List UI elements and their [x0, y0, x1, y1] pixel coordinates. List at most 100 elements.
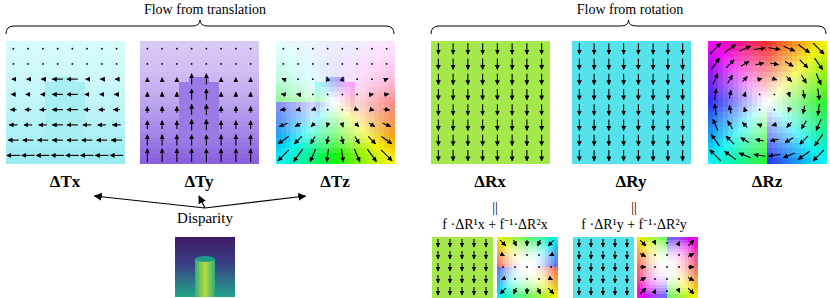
flow-color-cell	[301, 112, 307, 118]
flow-color-cell	[219, 97, 225, 103]
flow-color-cell	[109, 92, 115, 98]
flow-color-cell	[114, 133, 120, 139]
flow-color-cell	[306, 41, 312, 47]
flow-arrow	[526, 74, 527, 85]
flow-color-cell	[276, 92, 282, 98]
flow-color-cell	[320, 61, 326, 67]
flow-color-cell	[85, 143, 91, 149]
flow-color-cell	[238, 87, 244, 93]
flow-color-cell	[389, 92, 395, 98]
flow-color-cell	[233, 72, 239, 78]
flow-color-cell	[320, 46, 326, 52]
flow-color-cell	[16, 117, 22, 123]
flow-arrow	[310, 149, 315, 162]
flow-arrow	[147, 135, 148, 146]
flow-color-cell	[355, 66, 361, 72]
flow-color-cell	[174, 56, 180, 62]
flow-color-cell	[95, 41, 101, 47]
flow-color-cell	[194, 122, 200, 128]
flow-color-cell	[384, 102, 390, 108]
flow-color-cell	[335, 138, 341, 144]
flow-color-cell	[243, 102, 249, 108]
flow-arrow	[367, 149, 376, 162]
flow-dot	[146, 48, 148, 50]
flow-color-cell	[104, 133, 110, 139]
flow-color-cell	[301, 77, 307, 83]
flow-color-cell	[365, 158, 371, 164]
flow-color-cell	[301, 102, 307, 108]
flow-color-cell	[209, 66, 215, 72]
flow-color-cell	[36, 61, 42, 67]
flow-color-cell	[350, 87, 356, 93]
flow-arrow	[384, 109, 390, 111]
flow-color-cell	[60, 46, 66, 52]
flow-color-cell	[199, 46, 205, 52]
flow-arrow	[312, 109, 315, 111]
flow-color-cell	[145, 72, 151, 78]
flow-arrow	[482, 89, 483, 100]
flow-color-cell	[320, 112, 326, 118]
flow-color-cell	[238, 77, 244, 83]
flow-arrow	[67, 140, 78, 141]
flow-color-cell	[229, 117, 235, 123]
flow-color-cell	[281, 72, 287, 78]
flow-color-cell	[345, 107, 351, 113]
flow-color-cell	[70, 66, 76, 72]
flow-color-cell	[119, 102, 125, 108]
flow-dot	[86, 63, 88, 65]
flow-color-cell	[150, 82, 156, 88]
flow-color-cell	[306, 133, 312, 139]
flow-color-cell	[253, 41, 259, 47]
flow-color-cell	[330, 143, 336, 149]
flow-color-cell	[170, 56, 176, 62]
flow-color-cell	[369, 92, 375, 98]
flow-color-cell	[330, 133, 336, 139]
flow-color-cell	[50, 158, 56, 164]
flow-color-cell	[320, 56, 326, 62]
flow-color-cell	[384, 56, 390, 62]
flow-color-cell	[369, 133, 375, 139]
flow-arrow	[191, 104, 192, 115]
flow-color-cell	[109, 148, 115, 154]
flow-arrow	[497, 74, 498, 85]
flow-color-cell	[229, 66, 235, 72]
flow-color-cell	[224, 56, 230, 62]
flow-color-cell	[243, 46, 249, 52]
flow-color-cell	[365, 46, 371, 52]
flow-color-cell	[276, 112, 282, 118]
flow-color-cell	[214, 107, 220, 113]
flow-color-cell	[276, 87, 282, 93]
flow-color-cell	[6, 82, 12, 88]
flow-color-cell	[345, 82, 351, 88]
flow-color-cell	[194, 87, 200, 93]
flow-color-cell	[165, 122, 171, 128]
flow-color-cell	[40, 127, 46, 133]
flow-color-cell	[340, 97, 346, 103]
flow-color-cell	[214, 82, 220, 88]
flow-color-cell	[70, 56, 76, 62]
flow-color-cell	[26, 87, 32, 93]
flow-arrow	[176, 135, 177, 146]
flow-color-cell	[90, 143, 96, 149]
flow-color-cell	[315, 102, 321, 108]
flow-color-cell	[189, 41, 195, 47]
flow-color-cell	[99, 127, 105, 133]
flow-color-cell	[95, 51, 101, 57]
flow-color-cell	[85, 72, 91, 78]
flow-color-cell	[214, 102, 220, 108]
flow-color-cell	[330, 107, 336, 113]
flow-color-cell	[16, 133, 22, 139]
flow-color-cell	[199, 127, 205, 133]
flow-color-cell	[384, 112, 390, 118]
flow-color-cell	[374, 153, 380, 159]
flow-color-cell	[384, 46, 390, 52]
flow-color-cell	[50, 143, 56, 149]
flow-arrow	[147, 121, 148, 129]
flow-color-cell	[170, 97, 176, 103]
flow-dot	[161, 48, 163, 50]
flow-color-cell	[55, 143, 61, 149]
flow-color-cell	[6, 102, 12, 108]
flow-color-cell	[95, 92, 101, 98]
flow-color-cell	[174, 51, 180, 57]
flow-color-cell	[31, 133, 37, 139]
